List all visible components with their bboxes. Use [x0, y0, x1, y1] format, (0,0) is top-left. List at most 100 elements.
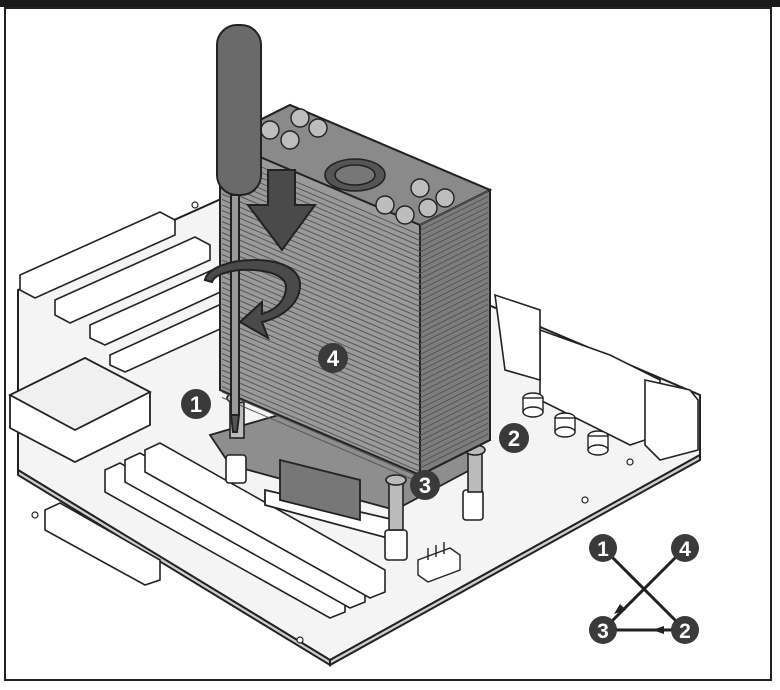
capacitors	[522, 392, 609, 456]
fin-line	[221, 342, 421, 428]
fan-header	[417, 542, 461, 583]
callout-1: 1	[181, 389, 211, 419]
svg-text:3: 3	[419, 473, 431, 498]
fin-line	[221, 364, 421, 450]
seq-node-4: 4	[671, 534, 699, 562]
fin-line-side	[419, 249, 489, 285]
fin-line-side	[419, 330, 489, 366]
seq-node-1: 1	[589, 534, 617, 562]
fin-line-side	[419, 201, 489, 237]
mounting-screws	[226, 392, 486, 531]
fin-line-side	[419, 401, 489, 437]
fin-line-side	[419, 347, 489, 383]
fin-line	[221, 325, 421, 412]
fin-line	[221, 358, 421, 445]
fin-line-side	[419, 260, 489, 296]
fin-line	[221, 215, 421, 302]
callout-4: 4	[318, 343, 348, 373]
fin-line	[221, 177, 421, 263]
fin-line-side	[419, 309, 489, 345]
fin-line-side	[419, 379, 489, 415]
fin-line	[221, 243, 421, 329]
fin-line	[221, 336, 421, 423]
fin-line	[221, 347, 421, 434]
fin-line	[221, 353, 421, 439]
fin-line-side	[419, 417, 489, 453]
fin-line-side	[419, 190, 489, 226]
fin-line-side	[419, 320, 489, 356]
fin-line-side	[419, 411, 489, 447]
seq-arrow-2-to-3	[652, 626, 664, 634]
chipset-block	[8, 356, 152, 464]
fin-line-side	[419, 222, 489, 258]
fin-line	[221, 380, 421, 467]
svg-text:4: 4	[679, 538, 691, 561]
rotate-clockwise-arrow-icon	[203, 259, 302, 341]
svg-text:2: 2	[508, 426, 520, 451]
fin-line-side	[419, 266, 489, 302]
callout-2: 2	[499, 423, 529, 453]
fin-line	[221, 182, 421, 269]
fin-line	[221, 375, 421, 461]
fin-line	[221, 276, 421, 362]
fin-line-side	[419, 390, 489, 426]
tightening-sequence-diagram: 1 4 3 2	[589, 534, 699, 644]
fin-line-side	[419, 341, 489, 377]
fin-line	[221, 226, 421, 313]
fin-line-side	[419, 293, 489, 329]
fin-line-side	[419, 244, 489, 280]
seq-arrow-3-to-4	[614, 604, 626, 614]
fin-line	[221, 391, 421, 478]
fin-line	[221, 265, 421, 351]
push-down-arrow-icon	[245, 169, 317, 252]
top-bar	[0, 0, 780, 7]
fin-line-side	[419, 374, 489, 410]
fin-line	[221, 210, 421, 296]
heatpipe-caps	[260, 108, 455, 225]
fin-line-side	[419, 287, 489, 323]
fin-line-side	[419, 368, 489, 404]
fin-line-side	[419, 206, 489, 242]
fin-line-side	[419, 433, 489, 469]
fin-line-side	[419, 395, 489, 431]
fin-line-side	[419, 217, 489, 253]
seq-node-3: 3	[589, 616, 617, 644]
fin-line-side	[419, 228, 489, 264]
fin-line	[221, 281, 421, 368]
pcie-slots	[19, 211, 241, 373]
fin-line-side	[419, 298, 489, 334]
fin-line	[221, 369, 421, 456]
svg-text:1: 1	[190, 392, 202, 417]
fin-line-side	[419, 195, 489, 231]
svg-text:2: 2	[679, 620, 691, 643]
svg-text:4: 4	[327, 346, 340, 371]
screwdriver-icon	[216, 24, 262, 433]
fin-line-side	[419, 271, 489, 307]
fin-line	[221, 232, 421, 318]
brand-logo	[324, 158, 386, 192]
fin-line-side	[419, 357, 489, 393]
frame-border	[4, 7, 772, 681]
fin-line-side	[419, 233, 489, 269]
fin-line-side	[419, 255, 489, 291]
fin-line-side	[419, 406, 489, 442]
fin-line-side	[419, 384, 489, 420]
fin-line	[221, 331, 421, 417]
fin-line	[221, 204, 421, 291]
fin-line-side	[419, 336, 489, 372]
fin-line	[221, 270, 421, 357]
fin-line-side	[419, 363, 489, 399]
fin-line-side	[419, 282, 489, 318]
fin-line	[221, 386, 421, 472]
fin-line-side	[419, 303, 489, 339]
fin-line-side	[419, 314, 489, 350]
fin-line	[221, 287, 421, 373]
fin-line-side	[419, 422, 489, 458]
fin-line	[221, 221, 421, 307]
fin-line-side	[419, 239, 489, 275]
callout-3: 3	[410, 470, 440, 500]
board-holes	[31, 201, 634, 644]
fin-line-side	[419, 325, 489, 361]
